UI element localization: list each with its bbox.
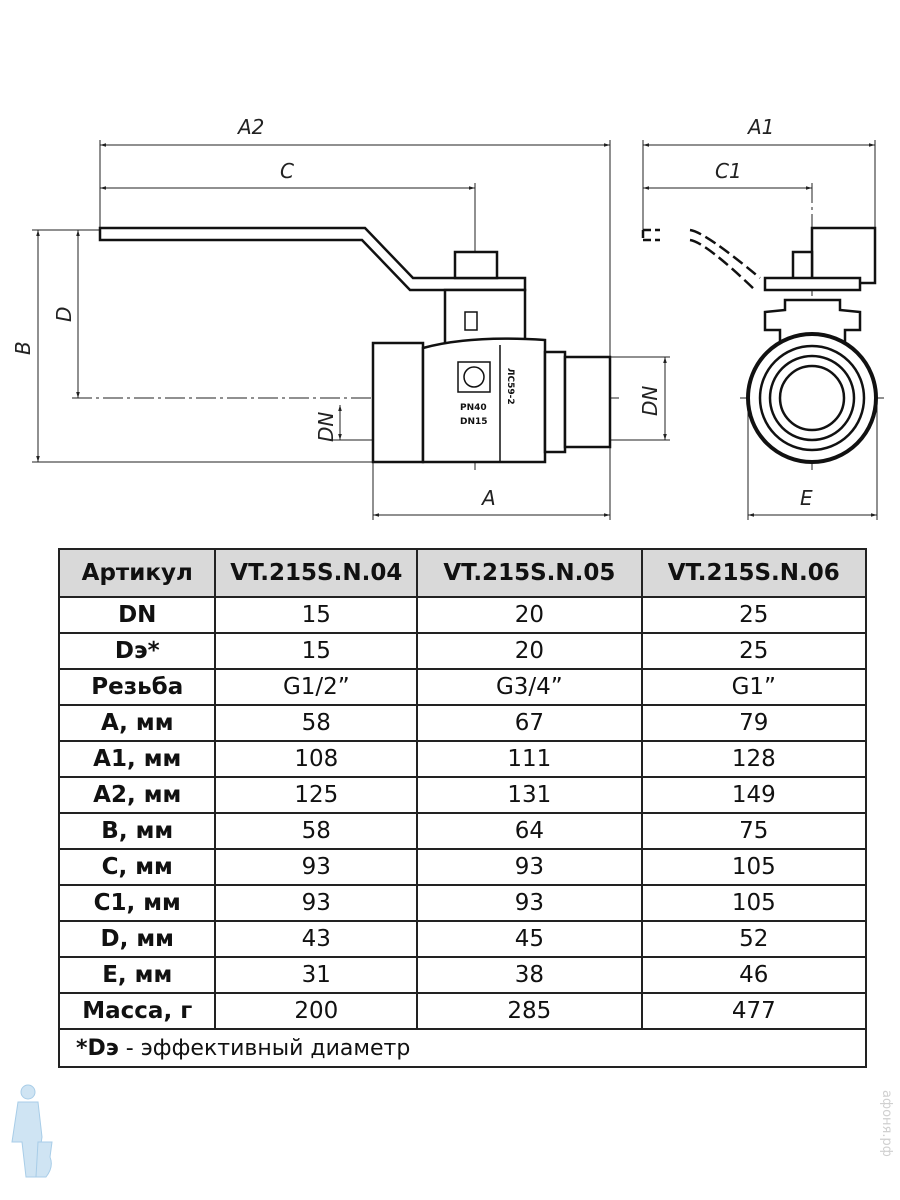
dim-label-dn-outer: DN bbox=[638, 386, 662, 416]
dim-label-dn-inner: DN bbox=[314, 412, 338, 442]
table-cell: 93 bbox=[416, 848, 643, 886]
table-cell: 200 bbox=[214, 992, 419, 1030]
row-label: Dэ* bbox=[57, 632, 217, 670]
dim-label-a2: A2 bbox=[236, 115, 264, 139]
table-cell: 105 bbox=[640, 884, 868, 922]
diameter-mark: DN15 bbox=[460, 417, 488, 427]
row-label: E, мм bbox=[57, 956, 217, 994]
dim-label-a: A bbox=[480, 486, 496, 510]
watermark: афоня.рф bbox=[879, 1090, 894, 1157]
table-cell: 25 bbox=[640, 596, 868, 634]
row-label: DN bbox=[57, 596, 217, 634]
table-cell: 93 bbox=[416, 884, 643, 922]
table-cell: 31 bbox=[214, 956, 419, 994]
column-header: Артикул bbox=[57, 548, 217, 598]
table-cell: 15 bbox=[214, 596, 419, 634]
table-cell: 25 bbox=[640, 632, 868, 670]
table-cell: 67 bbox=[416, 704, 643, 742]
footnote-row: *Dэ - эффективный диаметр bbox=[58, 1028, 867, 1068]
table-cell: 15 bbox=[214, 632, 419, 670]
row-label: Резьба bbox=[57, 668, 217, 706]
table-cell: 477 bbox=[640, 992, 868, 1030]
table-cell: 20 bbox=[416, 632, 643, 670]
pressure-mark: PN40 bbox=[460, 403, 487, 413]
table-cell: 58 bbox=[214, 812, 419, 850]
table-cell: 79 bbox=[640, 704, 868, 742]
table-cell: 111 bbox=[416, 740, 643, 778]
table-cell: 52 bbox=[640, 920, 868, 958]
table-cell: 64 bbox=[416, 812, 643, 850]
table-header-row: Артикул VT.215S.N.04 VT.215S.N.05 VT.215… bbox=[57, 548, 868, 598]
table-cell: 46 bbox=[640, 956, 868, 994]
row-label: Масса, г bbox=[57, 992, 217, 1030]
table-cell: 93 bbox=[214, 884, 419, 922]
footnote-text: - эффективный диаметр bbox=[118, 1035, 411, 1061]
table-cell: 128 bbox=[640, 740, 868, 778]
column-header: VT.215S.N.04 bbox=[214, 548, 419, 598]
row-label: A1, мм bbox=[57, 740, 217, 778]
table-cell: 149 bbox=[640, 776, 868, 814]
row-label: B, мм bbox=[57, 812, 217, 850]
dim-label-b: B bbox=[11, 341, 35, 355]
table-cell: 285 bbox=[416, 992, 643, 1030]
table-cell: 38 bbox=[416, 956, 643, 994]
table-cell: 131 bbox=[416, 776, 643, 814]
dim-label-e: E bbox=[800, 486, 813, 510]
table-cell: 58 bbox=[214, 704, 419, 742]
table-cell: G1” bbox=[640, 668, 868, 706]
dim-label-a1: A1 bbox=[746, 115, 774, 139]
row-label: A2, мм bbox=[57, 776, 217, 814]
footnote-symbol: *Dэ bbox=[76, 1035, 119, 1061]
table-cell: 108 bbox=[214, 740, 419, 778]
valve-side-view bbox=[98, 226, 612, 464]
column-header: VT.215S.N.06 bbox=[640, 548, 868, 598]
column-header: VT.215S.N.05 bbox=[416, 548, 643, 598]
table-cell: 45 bbox=[416, 920, 643, 958]
table-cell: 75 bbox=[640, 812, 868, 850]
row-label: C1, мм bbox=[57, 884, 217, 922]
table-cell: G1/2” bbox=[214, 668, 419, 706]
table-cell: G3/4” bbox=[416, 668, 643, 706]
row-label: D, мм bbox=[57, 920, 217, 958]
dim-label-d: D bbox=[52, 307, 76, 322]
footnote: *Dэ - эффективный диаметр bbox=[58, 1028, 867, 1068]
row-label: C, мм bbox=[57, 848, 217, 886]
material-mark: ЛС59-2 bbox=[505, 368, 515, 405]
dim-label-c1: C1 bbox=[715, 159, 742, 183]
valve-technical-drawing: PN40 DN15 ЛС59-2 A2 C A1 C1 B D DN DN A … bbox=[11, 115, 885, 520]
specifications-table: Артикул VT.215S.N.04 VT.215S.N.05 VT.215… bbox=[57, 548, 868, 1068]
table-cell: 20 bbox=[416, 596, 643, 634]
table-cell: 125 bbox=[214, 776, 419, 814]
dim-label-c: C bbox=[280, 159, 294, 183]
table-cell: 43 bbox=[214, 920, 419, 958]
valve-end-view bbox=[641, 226, 878, 464]
plumber-mascot-logo bbox=[11, 1084, 53, 1178]
row-label: A, мм bbox=[57, 704, 217, 742]
table-cell: 93 bbox=[214, 848, 419, 886]
table-cell: 105 bbox=[640, 848, 868, 886]
